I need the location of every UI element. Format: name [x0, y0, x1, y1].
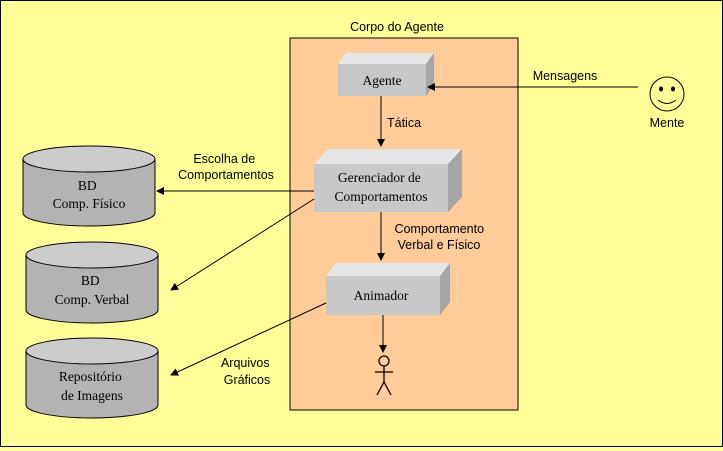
db-comp-fisico[interactable]: BD Comp. Físico: [22, 145, 156, 227]
db-comp-verbal-label: BD Comp. Verbal: [55, 273, 130, 307]
db-comp-fisico-label: BD Comp. Físico: [53, 178, 126, 211]
agente-box[interactable]: Agente: [338, 53, 434, 96]
arrow-to-db-verbal: [170, 198, 315, 291]
db-repositorio-imagens[interactable]: Repositório de Imagens: [25, 337, 159, 419]
agent-body-title: Corpo do Agente: [350, 20, 444, 34]
stick-figure-icon: [375, 355, 393, 396]
comportamento-label: Comportamento Verbal e Físico: [394, 222, 487, 252]
tatica-label: Tática: [387, 116, 421, 130]
escolha-label: Escolha de Comportamentos: [178, 152, 274, 182]
arrow-to-repositorio: [170, 302, 327, 376]
gerenciador-box-label: Gerenciador de Comportamentos: [335, 170, 428, 204]
mente-label: Mente: [650, 116, 685, 130]
arquivos-label: Arquivos Gráficos: [221, 356, 273, 387]
db-repositorio-imagens-label: Repositório de Imagens: [59, 369, 125, 403]
gerenciador-box[interactable]: Gerenciador de Comportamentos: [314, 149, 462, 212]
animador-box-label: Animador: [354, 288, 409, 303]
agente-box-label: Agente: [363, 73, 402, 88]
animador-box[interactable]: Animador: [326, 263, 450, 315]
db-comp-verbal[interactable]: BD Comp. Verbal: [25, 241, 159, 324]
mensagens-label: Mensagens: [533, 69, 598, 83]
agent-body-region: [289, 37, 519, 411]
smiley-face-icon: [649, 76, 685, 112]
